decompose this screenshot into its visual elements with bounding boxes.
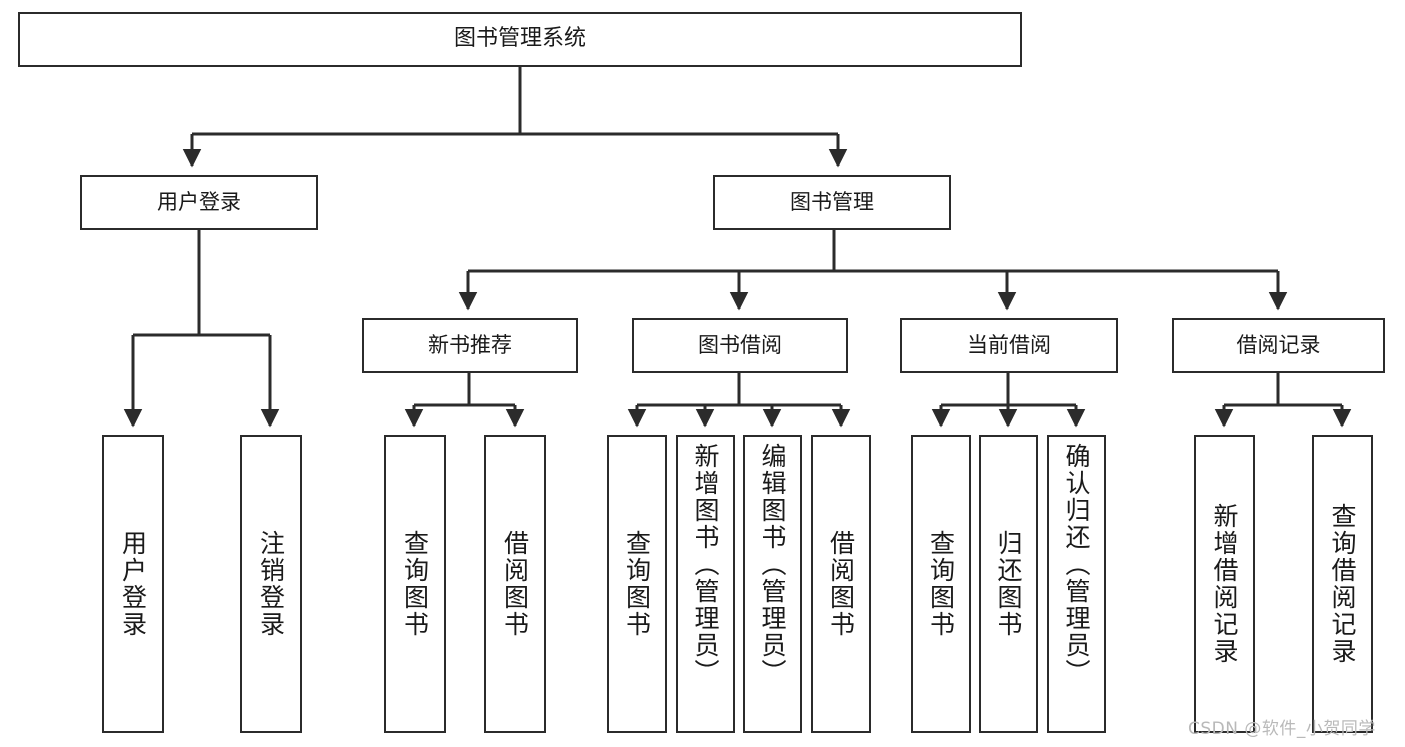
leaf-query-borrow-record[interactable]: 查询借阅记录 bbox=[1312, 435, 1373, 733]
node-label: 归还图书 bbox=[994, 530, 1023, 638]
node-label: 用户登录 bbox=[118, 530, 148, 638]
node-label: 借阅图书 bbox=[500, 530, 530, 638]
leaf-query-book-borrow[interactable]: 查询图书 bbox=[607, 435, 667, 733]
node-label: 借阅记录 bbox=[1236, 332, 1321, 357]
node-book-management-system[interactable]: 图书管理系统 bbox=[18, 12, 1022, 67]
leaf-edit-book[interactable]: 编辑图书（管理员） bbox=[743, 435, 802, 733]
node-label: 查询图书 bbox=[926, 530, 956, 638]
leaf-add-borrow-record[interactable]: 新增借阅记录 bbox=[1194, 435, 1255, 733]
node-label: 新增图书（管理员） bbox=[691, 443, 720, 686]
node-new-book-recommend[interactable]: 新书推荐 bbox=[362, 318, 578, 373]
node-label: 图书管理系统 bbox=[453, 26, 586, 52]
leaf-add-book[interactable]: 新增图书（管理员） bbox=[676, 435, 735, 733]
node-label: 新书推荐 bbox=[428, 332, 512, 357]
node-label: 图书管理 bbox=[790, 189, 874, 214]
node-book-management[interactable]: 图书管理 bbox=[713, 175, 951, 230]
node-label: 当前借阅 bbox=[967, 332, 1051, 357]
node-borrow-record[interactable]: 借阅记录 bbox=[1172, 318, 1385, 373]
node-current-borrow[interactable]: 当前借阅 bbox=[900, 318, 1118, 373]
node-label: 用户登录 bbox=[157, 189, 241, 214]
leaf-confirm-return[interactable]: 确认归还（管理员） bbox=[1047, 435, 1106, 733]
node-label: 查询图书 bbox=[400, 530, 430, 638]
csdn-watermark: CSDN @软件_小贺同学 bbox=[1188, 719, 1376, 739]
leaf-logout-login[interactable]: 注销登录 bbox=[240, 435, 302, 733]
leaf-user-login[interactable]: 用户登录 bbox=[102, 435, 164, 733]
leaf-borrow-book-recommend[interactable]: 借阅图书 bbox=[484, 435, 546, 733]
node-book-borrow[interactable]: 图书借阅 bbox=[632, 318, 848, 373]
node-label: 图书借阅 bbox=[698, 332, 782, 357]
node-label: 查询借阅记录 bbox=[1328, 503, 1357, 665]
node-label: 新增借阅记录 bbox=[1210, 503, 1239, 665]
leaf-query-book-current[interactable]: 查询图书 bbox=[911, 435, 971, 733]
node-label: 查询图书 bbox=[622, 530, 652, 638]
node-label: 借阅图书 bbox=[826, 530, 856, 638]
leaf-return-book[interactable]: 归还图书 bbox=[979, 435, 1038, 733]
node-label: 确认归还（管理员） bbox=[1062, 443, 1091, 686]
node-user-login[interactable]: 用户登录 bbox=[80, 175, 318, 230]
node-label: 编辑图书（管理员） bbox=[758, 443, 787, 686]
leaf-borrow-book-borrow[interactable]: 借阅图书 bbox=[811, 435, 871, 733]
node-label: 注销登录 bbox=[256, 530, 286, 638]
leaf-query-book-recommend[interactable]: 查询图书 bbox=[384, 435, 446, 733]
